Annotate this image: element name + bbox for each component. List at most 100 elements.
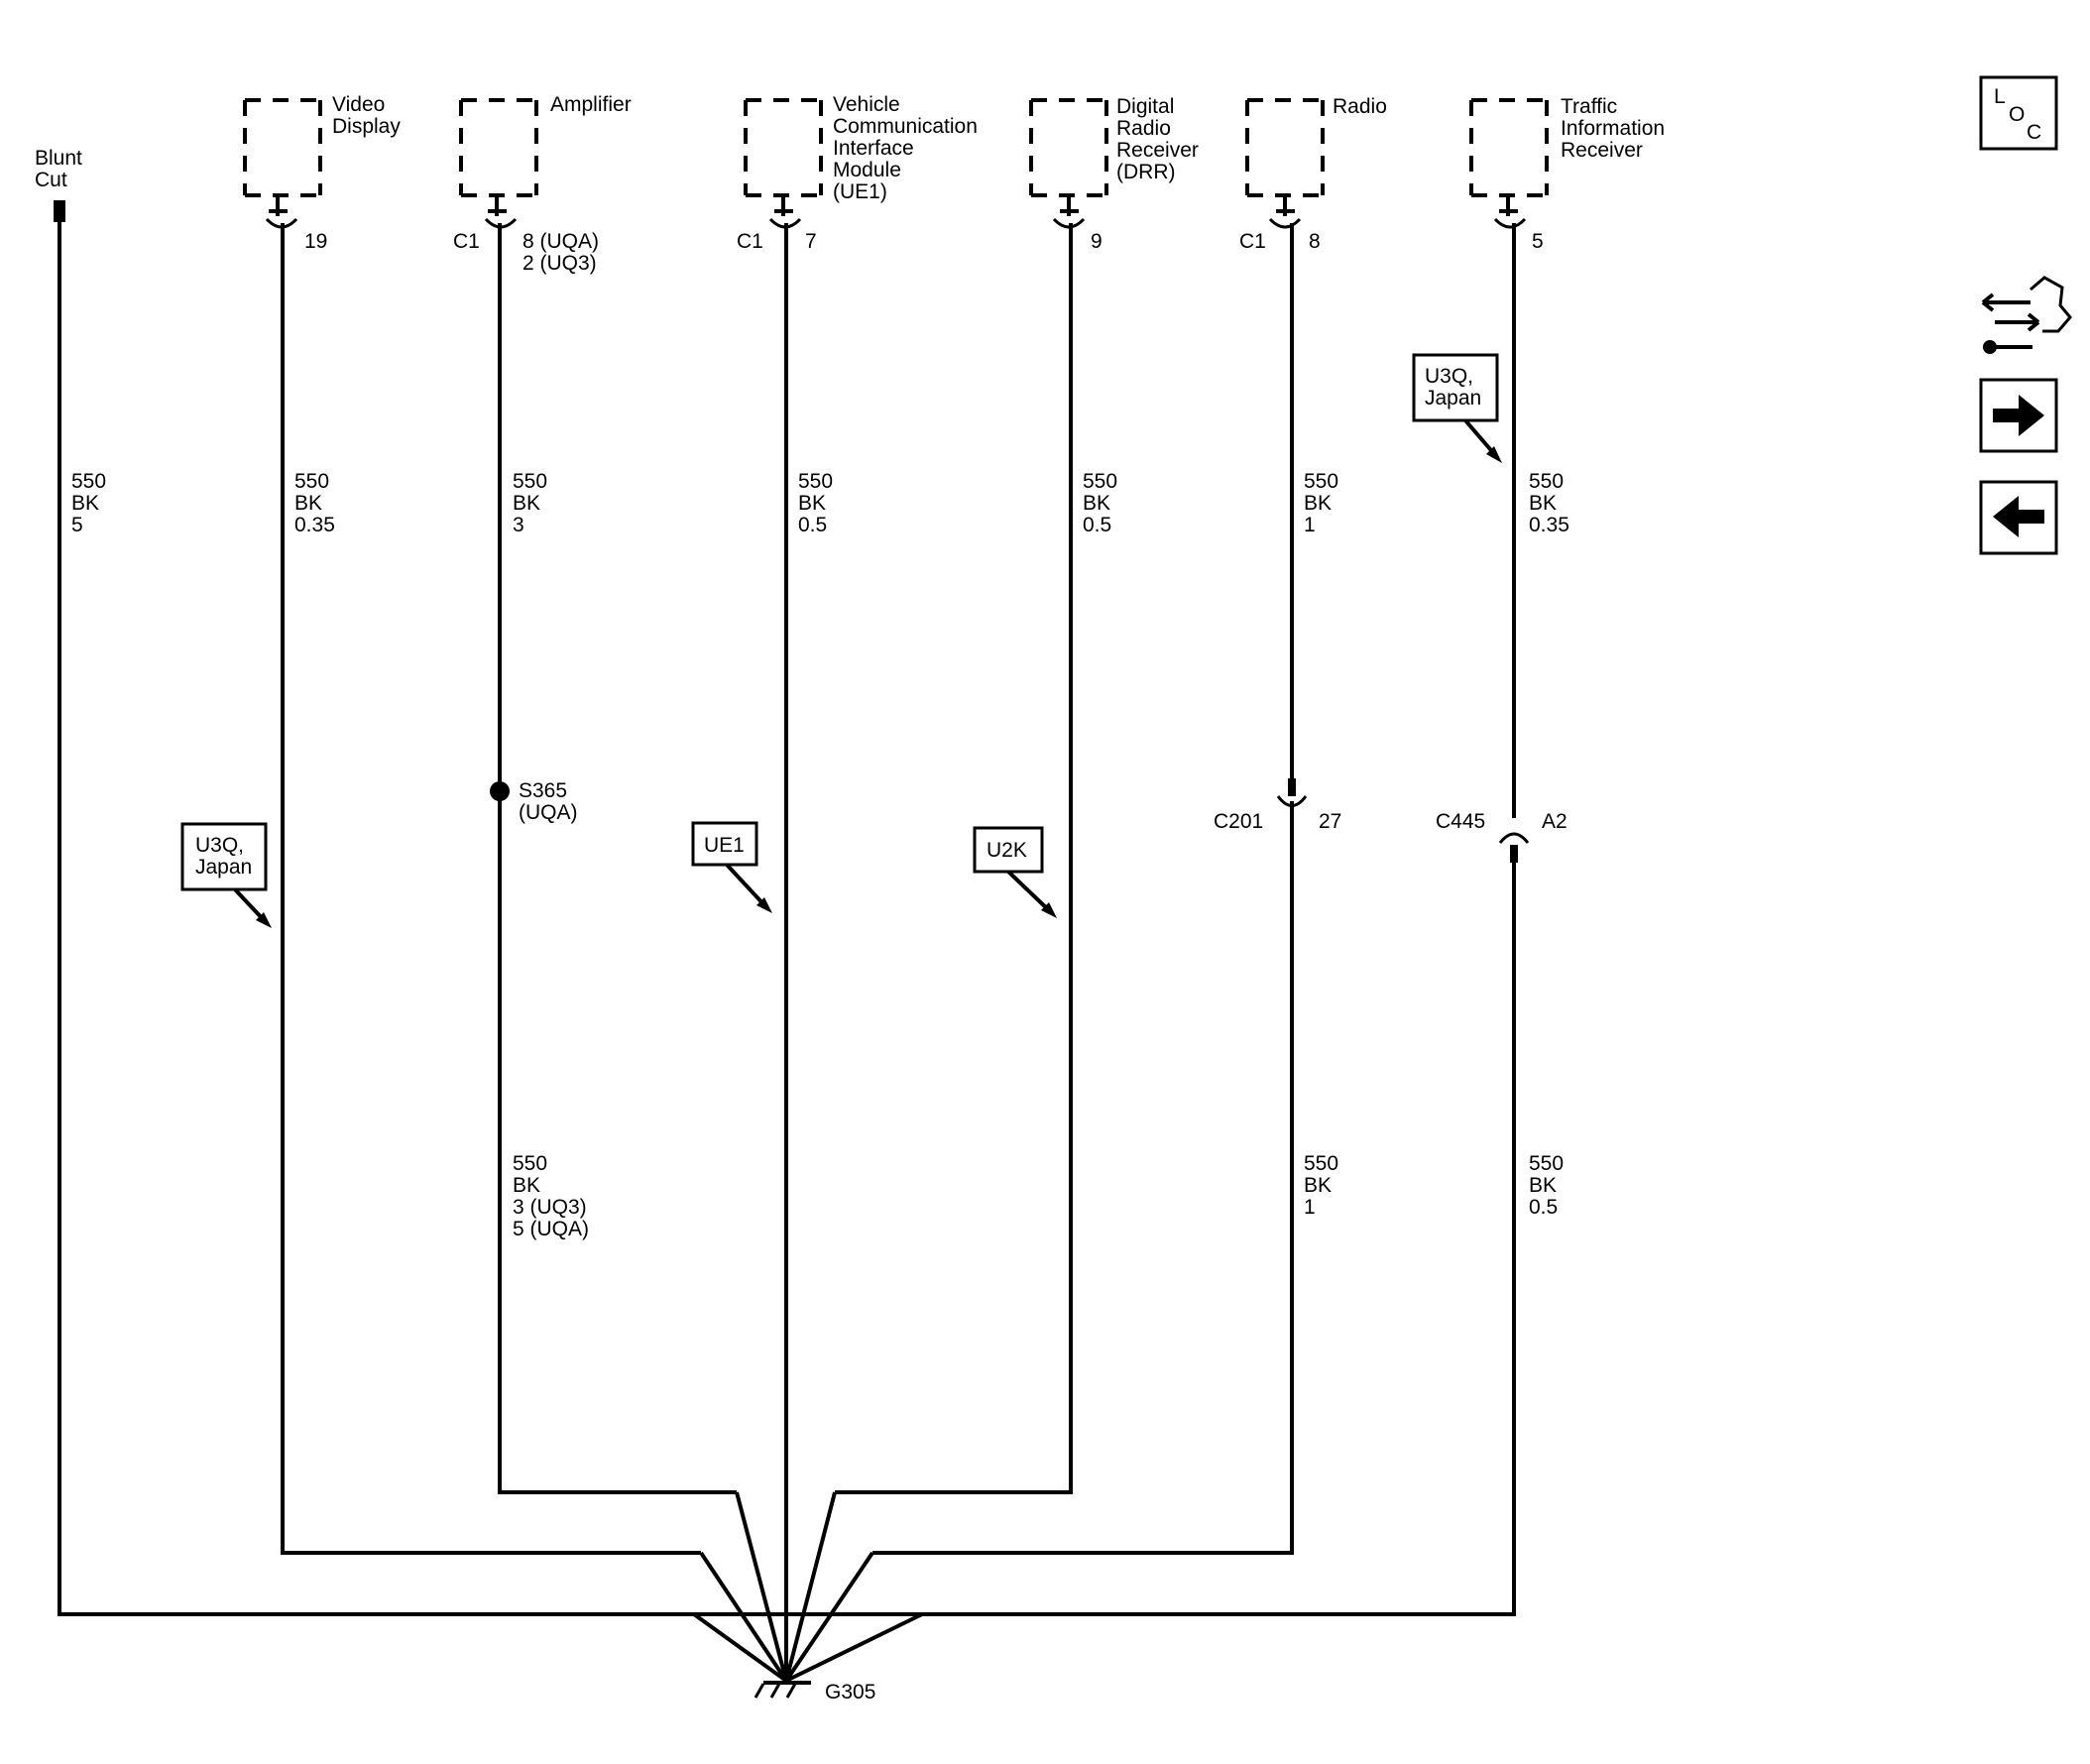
option-tag-u3q-tir: U3Q, Japan [1412,353,1502,463]
tag-text: U3Q, [1425,365,1473,388]
wire-label-radio-lower: 550 BK 1 [1304,1152,1338,1219]
pin-number: 9 [1091,230,1103,253]
component-radio: Radio C1 8 [1239,95,1387,253]
wire-color: BK [513,492,540,515]
wire-label-drr: 550 BK 0.5 [1083,470,1117,536]
ground-g305: G305 [754,1681,875,1704]
component-name: Display [332,115,401,138]
component-name: Video [332,93,385,116]
connector-id: C1 [737,230,763,253]
component-name: Module [833,159,901,181]
connector-pin: A2 [1542,810,1568,833]
wire-circuit: 550 [1083,470,1117,493]
wire-circuit: 550 [1529,1152,1564,1175]
inline-connector-c201: C201 27 [1214,778,1341,833]
wire-gauge: 1 [1304,1196,1316,1219]
wire-circuit: 550 [1304,470,1338,493]
wire-gauge: 3 (UQ3) [513,1196,587,1219]
wire-circuit: 550 [513,470,547,493]
component-name: Receiver [1561,139,1643,162]
pin-number: 19 [304,230,327,253]
wire-circuit: 550 [294,470,329,493]
connector-name: C201 [1214,810,1263,833]
wire-color: BK [798,492,826,515]
previous-page-arrow-icon [1993,496,2044,537]
component-drr: Digital Radio Receiver (DRR) 9 [1029,95,1199,253]
wire-color: BK [1304,1174,1332,1197]
component-name: Digital [1116,95,1174,118]
component-name: Radio [1333,95,1387,118]
wire-circuit: 550 [71,470,106,493]
component-name: Communication [833,115,978,138]
wire-color: BK [1304,492,1332,515]
wire-label-amplifier-upper: 550 BK 3 [513,470,547,536]
tag-text: U3Q, [195,834,244,857]
connector-id: C1 [1239,230,1266,253]
component-name: Vehicle [833,93,900,116]
wire-label-vcim: 550 BK 0.5 [798,470,833,536]
option-tag-u2k: U2K [973,826,1057,918]
component-name: Amplifier [550,93,632,116]
wire-gauge: 0.5 [1083,514,1111,536]
splice-name: S365 [519,779,567,802]
pin-number: 7 [805,230,817,253]
wire-gauge: 3 [513,514,524,536]
loc-letter: O [2009,103,2025,126]
tag-text: U2K [987,839,1027,862]
loc-letter: C [2027,121,2041,144]
next-page-arrow-icon [1993,395,2044,436]
connector-name: C445 [1436,810,1485,833]
inline-connector-c445: C445 A2 [1436,810,1568,863]
wire-color: BK [513,1174,540,1197]
wire-label-video-display: 550 BK 0.35 [294,470,335,536]
pin-number: 2 (UQ3) [522,252,597,275]
component-name: Traffic [1561,95,1617,118]
component-name: Receiver [1116,139,1199,162]
ground-name: G305 [825,1681,875,1704]
wire-color: BK [1083,492,1110,515]
wire-color: BK [1529,492,1557,515]
wire-label-tir-upper: 550 BK 0.35 [1529,470,1569,536]
loc-button[interactable]: L O C [1979,75,2058,151]
option-tag-ue1: UE1 [691,821,772,913]
wire-circuit: 550 [1529,470,1564,493]
tag-text: Japan [195,856,252,879]
wire-label-tir-lower: 550 BK 0.5 [1529,1152,1564,1219]
wire-label-radio-upper: 550 BK 1 [1304,470,1338,536]
wire-gauge: 0.35 [294,514,335,536]
wire-color: BK [294,492,322,515]
connector-harness-icon[interactable] [1981,276,2072,354]
blunt-cut-label: Blunt [35,147,82,170]
component-name: (DRR) [1116,161,1175,183]
loc-letter: L [1994,85,2006,108]
next-page-button[interactable] [1979,378,2058,453]
component-name: Radio [1116,117,1171,140]
wire-gauge: 5 [71,514,83,536]
wire-gauge: 0.5 [1529,1196,1558,1219]
previous-page-button[interactable] [1979,480,2058,555]
pin-number: 5 [1532,230,1544,253]
component-name: (UE1) [833,180,887,203]
wire-circuit: 550 [513,1152,547,1175]
option-tag-u3q-video: U3Q, Japan [180,822,272,928]
tag-text: Japan [1425,387,1481,410]
wire-circuit: 550 [798,470,833,493]
wire-color: BK [71,492,99,515]
wire-circuit: 550 [1304,1152,1338,1175]
blunt-cut: Blunt Cut [35,147,82,222]
pin-number: 8 (UQA) [522,230,599,253]
component-video-display: Video Display 19 [243,93,401,253]
component-amplifier: Amplifier C1 8 (UQA) 2 (UQ3) [453,93,632,275]
tag-text: UE1 [704,834,745,857]
wire-color: BK [1529,1174,1557,1197]
splice-s365: S365 (UQA) [490,779,578,824]
wire-label-blunt-cut: 550 BK 5 [71,470,106,536]
component-vcim: Vehicle Communication Interface Module (… [737,93,978,253]
component-name: Interface [833,137,914,160]
wire-gauge: 0.5 [798,514,827,536]
pin-number: 8 [1309,230,1321,253]
wire-gauge: 0.35 [1529,514,1569,536]
wire-routing [58,222,1516,1683]
wire-gauge: 1 [1304,514,1316,536]
